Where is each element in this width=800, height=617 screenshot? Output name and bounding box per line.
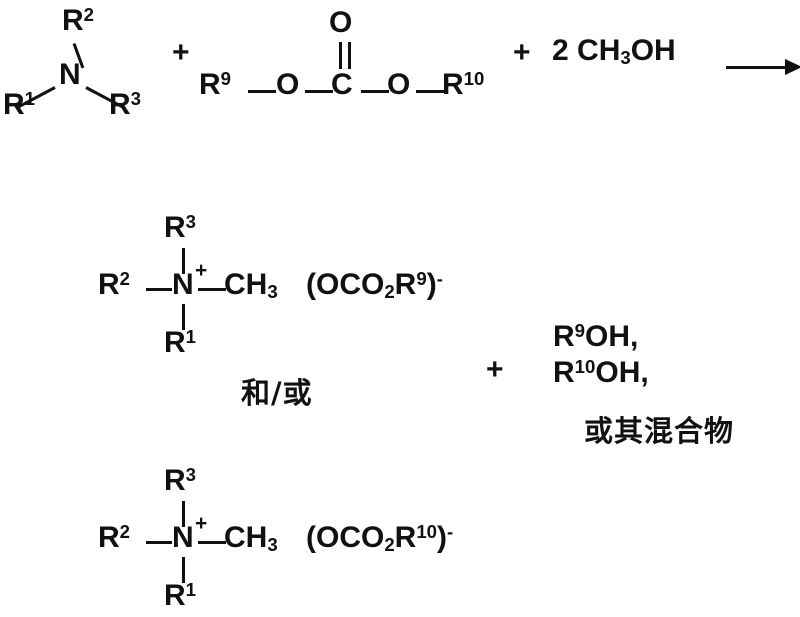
carbonate-r10-label: R10 [442,68,485,101]
carbonate-bond-o-r10 [416,90,444,93]
reactant-methanol-label: 2 CH3OH [552,34,676,69]
carbonate-bond-o-c [305,90,333,93]
cation2-positive-charge: + [195,512,208,535]
cation1-anion-label: (OCO2R9)- [306,268,443,303]
cation1-methyl-label: CH3 [224,268,278,303]
cation1-bond-n-r1 [182,304,185,330]
cation2-bond-n-r3 [182,501,185,527]
cation1-nitrogen-label: N [172,268,194,301]
cation2-r3-label: R3 [164,464,197,497]
conjunction-and-or-label: 和/或 [241,376,313,410]
carbonate-right-oxygen-label: O [387,68,411,101]
cation2-bond-n-r1 [182,557,185,583]
cation1-bond-n-r2 [146,288,172,291]
plus-sign-products: + [486,353,504,386]
cation2-methyl-label: CH3 [224,521,278,556]
cation1-positive-charge: + [195,259,208,282]
amine-nitrogen-label: N [59,58,81,91]
carbonate-double-bond-stroke-2 [348,42,351,69]
cation2-anion-label: (OCO2R10)- [306,521,454,556]
carbonate-r9-label: R9 [199,68,232,101]
cation1-bond-n-r3 [182,248,185,274]
cation1-r3-label: R3 [164,211,197,244]
carbonate-left-oxygen-label: O [276,68,300,101]
carbonate-bond-r9-o [248,90,276,93]
cation2-nitrogen-label: N [172,521,194,554]
cation1-r1-label: R1 [164,326,197,359]
mixture-note-label: 或其混合物 [584,414,735,448]
amine-r2-label: R2 [62,4,95,37]
carbonate-bond-c-o2 [361,90,389,93]
cation2-bond-n-r2 [146,541,172,544]
carbonate-carbonyl-oxygen-label: O [329,6,353,39]
amine-r3-label: R3 [109,88,142,121]
plus-sign-reactants-2: + [513,36,531,69]
reaction-arrow-shaft [726,66,788,69]
plus-sign-reactants-1: + [172,36,190,69]
cation2-bond-n-ch3 [198,541,226,544]
cation1-r2-label: R2 [98,268,131,301]
carbonate-carbonyl-carbon-label: C [331,68,353,101]
carbonate-double-bond-stroke-1 [339,42,342,69]
reaction-arrow-head [785,59,800,75]
cation2-r2-label: R2 [98,521,131,554]
cation2-r1-label: R1 [164,579,197,612]
amine-r1-label: R1 [3,88,36,121]
cation1-bond-n-ch3 [198,288,226,291]
product-alcohol-r9-label: R9OH, [553,320,639,353]
product-alcohol-r10-label: R10OH, [553,356,649,389]
